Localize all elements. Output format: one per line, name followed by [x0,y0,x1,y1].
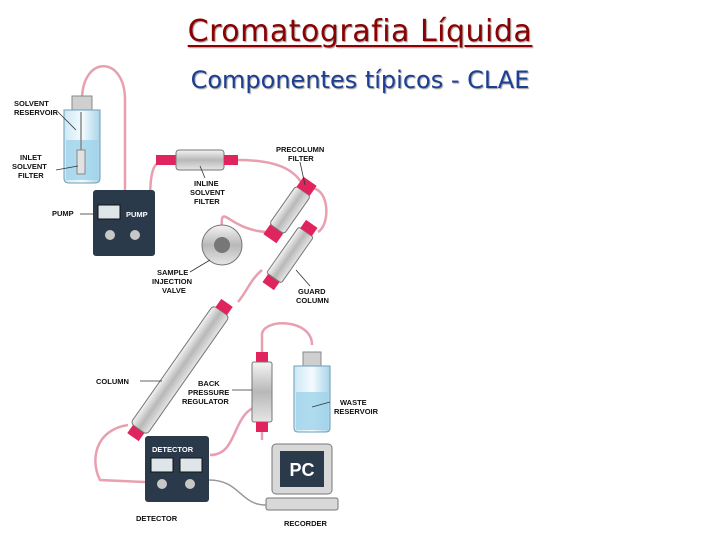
label-recorder: RECORDER [284,519,328,528]
label-precolumn-filter: PRECOLUMN FILTER [276,145,326,163]
detector-knob-icon [185,479,195,489]
inline-solvent-filter [156,149,238,171]
detector-module: DETECTOR [145,436,209,502]
precolumn-filter [263,176,317,244]
tubing [80,65,328,484]
solvent-reservoir [63,95,101,184]
tube-guard-to-column [237,269,263,303]
detector-knob-icon [157,479,167,489]
guard-column [262,219,318,291]
pc-screen-label: PC [289,460,314,480]
label-solvent-reservoir: SOLVENT RESERVOIR [14,99,59,117]
label-back-pressure-regulator: BACK PRESSURE REGULATOR [182,379,231,406]
label-sample-injection-valve: SAMPLE INJECTION VALVE [152,268,194,295]
label-inline-filter: INLINE SOLVENT FILTER [190,179,227,206]
page-subtitle: Componentes típicos - CLAE [190,66,530,94]
tube-column-to-detector [94,423,146,484]
label-inlet-filter: INLET SOLVENT FILTER [12,153,49,180]
sample-injection-valve [201,224,243,266]
pump-knob-icon [130,230,140,240]
tube-reservoir-to-pump [80,65,127,213]
label-detector: DETECTOR [136,514,178,523]
column [127,298,233,442]
recorder-pc: PC [265,443,339,511]
label-column: COLUMN [96,377,129,386]
pump-knob-icon [105,230,115,240]
page-title: Cromatografia Líquida [187,14,533,49]
detector-cable [208,479,267,506]
tube-precolumn-to-guard [311,186,328,234]
tube-precolumn-to-valve [220,215,271,234]
label-guard-column: GUARD COLUMN [296,287,329,305]
tube-bpr-to-waste [260,322,314,360]
inlet-filter [76,149,86,175]
pump-module: PUMP [93,190,155,256]
waste-reservoir [293,351,331,433]
label-waste-reservoir: WASTE RESERVOIR [334,398,379,416]
label-pump: PUMP [52,209,74,218]
detector-panel-label: DETECTOR [152,445,194,454]
pump-panel-label: PUMP [126,210,148,219]
back-pressure-regulator [251,352,273,432]
leader-lines [55,111,331,408]
